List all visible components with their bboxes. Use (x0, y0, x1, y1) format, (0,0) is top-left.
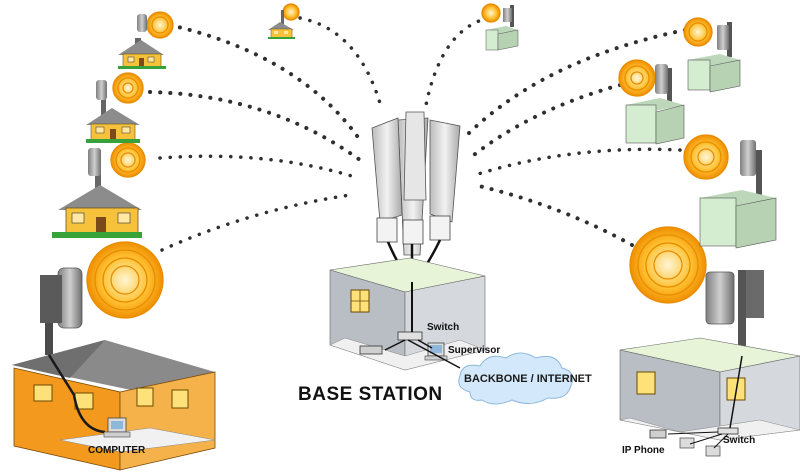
building-1 (687, 22, 741, 93)
signal-wave-large-left (86, 241, 164, 319)
link-bldg-2 (468, 83, 622, 160)
signal-wave-bldg-2 (618, 59, 656, 97)
building-2 (625, 64, 685, 145)
link-house-4 (160, 193, 352, 252)
link-house-2 (148, 90, 362, 162)
ip-phone-label: IP Phone (622, 445, 665, 456)
house-1 (118, 14, 166, 69)
signal-wave-bldg-top (481, 3, 501, 23)
link-bldg-4 (473, 183, 634, 247)
right-room (619, 270, 800, 457)
link-house-small-top (298, 16, 384, 112)
link-house-3 (158, 154, 360, 180)
switch-right-label: Switch (723, 435, 756, 446)
base-station-label: BASE STATION (298, 384, 443, 405)
signal-wave-house-1 (146, 11, 174, 39)
backbone-cloud (458, 352, 574, 405)
signal-wave-bldg-1 (683, 17, 713, 47)
base-station-tower (371, 111, 461, 283)
base-station-room (329, 257, 486, 371)
signal-wave-bldg-3 (683, 134, 729, 180)
signal-wave-house-small (282, 3, 300, 21)
switch-center-label: Switch (427, 322, 460, 333)
house-small-top (268, 10, 295, 39)
dotted-links (148, 16, 687, 252)
signal-waves (86, 3, 729, 319)
signal-wave-house-2 (112, 72, 144, 104)
building-top (485, 5, 519, 51)
house-3 (52, 148, 142, 238)
link-bldg-1 (460, 28, 687, 142)
supervisor-label: Supervisor (448, 345, 501, 356)
computer-label: COMPUTER (88, 445, 146, 456)
backbone-label: BACKBONE / INTERNET (464, 373, 592, 385)
house-2 (86, 80, 140, 143)
signal-wave-house-3 (110, 142, 146, 178)
house-large-computer (12, 267, 216, 471)
signal-wave-large-right (629, 226, 707, 304)
link-house-1 (168, 23, 362, 142)
link-bldg-3 (473, 147, 682, 177)
link-bldg-top (423, 16, 490, 112)
building-3 (699, 140, 777, 249)
